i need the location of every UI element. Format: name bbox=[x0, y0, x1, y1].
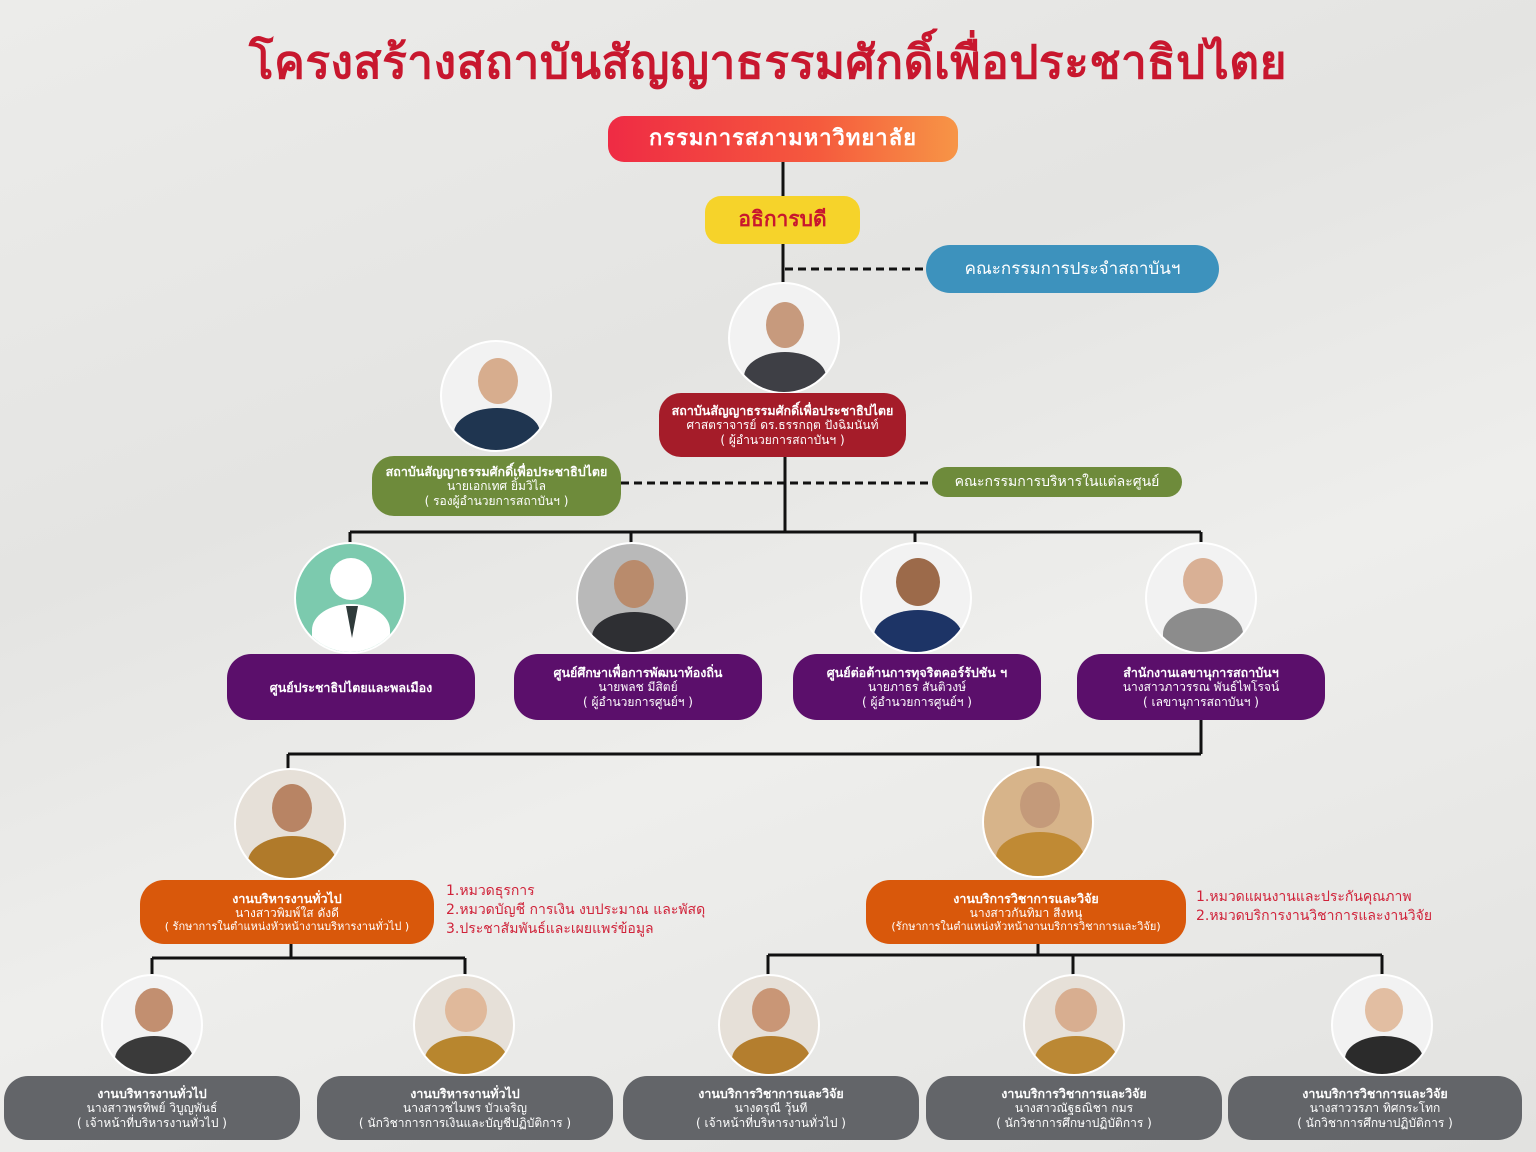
staff-1-position: ( นักวิชาการการเงินและบัญชีปฏิบัติการ ) bbox=[358, 1115, 572, 1130]
staff-2-box: งานบริการวิชาการและวิจัย นางดรุณี วุ้นที… bbox=[623, 1076, 919, 1140]
unit-0-position: ( รักษาการในตำแหน่งหัวหน้างานบริหารงานทั… bbox=[164, 920, 410, 934]
unit-0-name: นางสาวพิมพ์ใส ดังดี bbox=[235, 905, 339, 920]
academic-research-duties: 1.หมวดแผนงานและประกันคุณภาพ 2.หมวดบริการ… bbox=[1196, 888, 1432, 926]
staff-0-name: นางสาวพรทิพย์ วิบูญพันธ์ bbox=[86, 1101, 218, 1116]
center-2-name: นายภาธร สันติวงษ์ bbox=[867, 680, 967, 695]
director-name: ศาสตราจารย์ ดร.ธรรกฤต ปังฉิมนันท์ bbox=[686, 418, 879, 433]
center-1-position: ( ผู้อำนวยการศูนย์ฯ ) bbox=[583, 694, 693, 709]
director-position: ( ผู้อำนวยการสถาบันฯ ) bbox=[720, 432, 845, 447]
unit-1-name: นางสาวกันทิมา สีงหนุ bbox=[969, 905, 1083, 920]
center-anti-corruption-box: ศูนย์ต่อต้านการทุจริตคอร์รัปชัน ฯ นายภาธ… bbox=[793, 654, 1041, 720]
staff-3-name: นางสาวณัฐธณิชา กมร bbox=[1014, 1101, 1134, 1116]
director-title: สถาบันสัญญาธรรมศักดิ์เพื่อประชาธิปไตย bbox=[671, 403, 894, 419]
unit-1-photo bbox=[982, 766, 1094, 878]
center-0-title: ศูนย์ประชาธิปไตยและพลเมือง bbox=[269, 679, 433, 695]
staff-3-title: งานบริการวิชาการและวิจัย bbox=[1001, 1086, 1147, 1102]
academic-research-unit-box: งานบริการวิชาการและวิจัย นางสาวกันทิมา ส… bbox=[866, 880, 1186, 944]
center-management-box: คณะกรรมการบริหารในแต่ละศูนย์ bbox=[932, 467, 1182, 497]
general-admin-unit-box: งานบริหารงานทั่วไป นางสาวพิมพ์ใส ดังดี (… bbox=[140, 880, 434, 944]
president-box: อธิการบดี bbox=[705, 196, 860, 244]
staff-0-title: งานบริหารงานทั่วไป bbox=[97, 1086, 207, 1102]
center-3-photo bbox=[1145, 542, 1257, 654]
duty-item: 2.หมวดบัญชี การเงิน งบประมาณ และพัสดุ bbox=[446, 901, 706, 918]
center-3-name: นางสาวภาวรรณ พันธ์ไพโรจน์ bbox=[1122, 680, 1280, 695]
staff-3-photo bbox=[1023, 974, 1125, 1076]
staff-2-photo bbox=[718, 974, 820, 1076]
staff-1-title: งานบริหารงานทั่วไป bbox=[410, 1086, 520, 1102]
staff-1-box: งานบริหารงานทั่วไป นางสาวชไมพร บัวเจริญ … bbox=[317, 1076, 613, 1140]
center-3-position: ( เลขานุการสถาบันฯ ) bbox=[1143, 694, 1259, 709]
center-3-title: สำนักงานเลขานุการสถาบันฯ bbox=[1123, 665, 1279, 681]
staff-1-name: นางสาวชไมพร บัวเจริญ bbox=[402, 1101, 528, 1116]
duty-item: 1.หมวดธุรการ bbox=[446, 883, 535, 899]
center-2-photo bbox=[860, 542, 972, 654]
staff-0-position: ( เจ้าหน้าที่บริหารงานทั่วไป ) bbox=[77, 1115, 227, 1130]
staff-4-position: ( นักวิชาการศึกษาปฏิบัติการ ) bbox=[1297, 1115, 1453, 1130]
unit-1-title: งานบริการวิชาการและวิจัย bbox=[953, 890, 1099, 906]
duty-item: 2.หมวดบริการงานวิชาการและงานวิจัย bbox=[1196, 907, 1433, 924]
secretary-office-box: สำนักงานเลขานุการสถาบันฯ นางสาวภาวรรณ พั… bbox=[1077, 654, 1325, 720]
staff-2-name: นางดรุณี วุ้นที bbox=[734, 1101, 808, 1116]
staff-2-position: ( เจ้าหน้าที่บริหารงานทั่วไป ) bbox=[696, 1115, 846, 1130]
center-0-photo bbox=[294, 542, 406, 654]
staff-4-title: งานบริการวิชาการและวิจัย bbox=[1302, 1086, 1448, 1102]
center-local-development-box: ศูนย์ศึกษาเพื่อการพัฒนาท้องถิ่น นายพลช ม… bbox=[514, 654, 762, 720]
deputy-box: สถาบันสัญญาธรรมศักดิ์เพื่อประชาธิปไตย นา… bbox=[372, 456, 621, 516]
center-1-name: นายพลช มีสิตย์ bbox=[598, 680, 678, 695]
institute-committee-box: คณะกรรมการประจำสถาบันฯ bbox=[926, 245, 1219, 293]
director-photo bbox=[728, 282, 840, 394]
university-council-box: กรรมการสภามหาวิทยาลัย bbox=[608, 116, 958, 162]
unit-1-position: (รักษาการในตำแหน่งหัวหน้างานบริการวิชากา… bbox=[891, 920, 1161, 934]
deputy-name: นายเอกเทศ ยิ้มวิไล bbox=[446, 479, 547, 494]
staff-2-title: งานบริการวิชาการและวิจัย bbox=[698, 1086, 844, 1102]
staff-4-name: นางสาววรภา ทิศกระโทก bbox=[1309, 1101, 1441, 1116]
staff-3-box: งานบริการวิชาการและวิจัย นางสาวณัฐธณิชา … bbox=[926, 1076, 1222, 1140]
deputy-title: สถาบันสัญญาธรรมศักดิ์เพื่อประชาธิปไตย bbox=[385, 464, 608, 480]
general-admin-duties: 1.หมวดธุรการ 2.หมวดบัญชี การเงิน งบประมา… bbox=[446, 882, 705, 939]
center-1-title: ศูนย์ศึกษาเพื่อการพัฒนาท้องถิ่น bbox=[553, 665, 723, 681]
staff-4-box: งานบริการวิชาการและวิจัย นางสาววรภา ทิศก… bbox=[1228, 1076, 1522, 1140]
duty-item: 3.ประชาสัมพันธ์และเผยแพร่ข้อมูล bbox=[446, 920, 654, 937]
center-2-position: ( ผู้อำนวยการศูนย์ฯ ) bbox=[862, 694, 972, 709]
deputy-position: ( รองผู้อำนวยการสถาบันฯ ) bbox=[424, 493, 569, 508]
unit-0-photo bbox=[234, 768, 346, 880]
center-1-photo bbox=[576, 542, 688, 654]
staff-4-photo bbox=[1331, 974, 1433, 1076]
page-title: โครงสร้างสถาบันสัญญาธรรมศักดิ์เพื่อประชา… bbox=[248, 35, 1288, 89]
staff-0-photo bbox=[101, 974, 203, 1076]
unit-0-title: งานบริหารงานทั่วไป bbox=[232, 890, 342, 906]
staff-1-photo bbox=[413, 974, 515, 1076]
center-democracy-box: ศูนย์ประชาธิปไตยและพลเมือง bbox=[227, 654, 475, 720]
deputy-photo bbox=[440, 340, 552, 452]
staff-0-box: งานบริหารงานทั่วไป นางสาวพรทิพย์ วิบูญพั… bbox=[4, 1076, 300, 1140]
staff-3-position: ( นักวิชาการศึกษาปฏิบัติการ ) bbox=[996, 1115, 1152, 1130]
duty-item: 1.หมวดแผนงานและประกันคุณภาพ bbox=[1196, 889, 1412, 905]
director-box: สถาบันสัญญาธรรมศักดิ์เพื่อประชาธิปไตย ศา… bbox=[659, 393, 906, 457]
center-2-title: ศูนย์ต่อต้านการทุจริตคอร์รัปชัน ฯ bbox=[826, 665, 1008, 681]
